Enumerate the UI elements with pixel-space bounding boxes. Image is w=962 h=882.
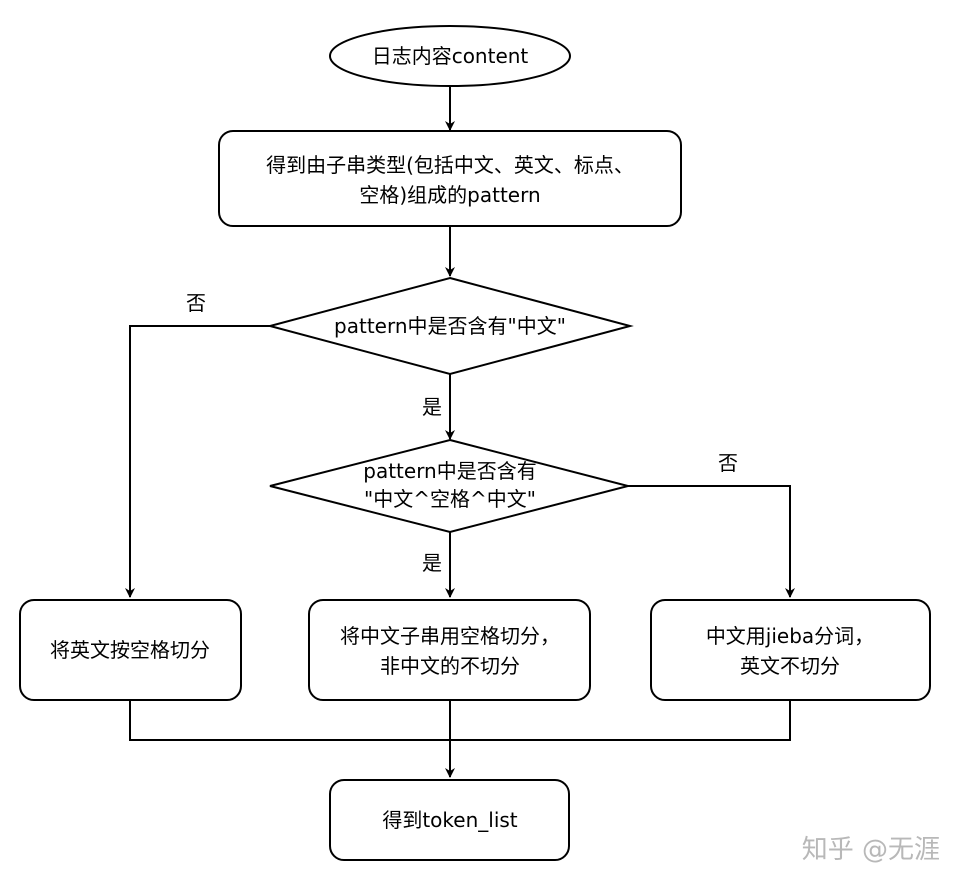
edge-label-yes-2: 是 [422, 551, 442, 575]
decision-chinese-node: pattern中是否含有"中文" [266, 276, 634, 376]
split-english-node: 将英文按空格切分 [19, 599, 242, 701]
split-chinese-space-node: 将中文子串用空格切分， 非中文的不切分 [308, 599, 591, 701]
edge-label-no-1: 否 [186, 291, 206, 315]
decision-space-label-line2: "中文^空格^中文" [364, 487, 536, 511]
jieba-node: 中文用jieba分词， 英文不切分 [650, 599, 931, 701]
get-pattern-node: 得到由子串类型(包括中文、英文、标点、 空格)组成的pattern [218, 130, 682, 227]
edge-left-merge [129, 700, 450, 741]
split-chinese-space-label-line2: 非中文的不切分 [380, 654, 520, 678]
get-pattern-label-line2: 空格)组成的pattern [359, 183, 540, 207]
split-english-label: 将英文按空格切分 [50, 638, 210, 662]
start-node-label: 日志内容content [372, 44, 529, 68]
edge-right-merge [450, 700, 791, 741]
edge-label-no-2: 否 [718, 451, 738, 475]
end-node-label: 得到token_list [382, 808, 517, 832]
split-chinese-space-label-line1: 将中文子串用空格切分， [340, 624, 560, 648]
edge-decision2-no [628, 485, 795, 598]
jieba-label-line2: 英文不切分 [740, 654, 840, 678]
start-node: 日志内容content [329, 25, 571, 87]
jieba-label-line1: 中文用jieba分词， [706, 624, 874, 648]
edge-decision1-no [125, 325, 270, 598]
decision-space-label-line1: pattern中是否含有 [363, 459, 537, 483]
end-node: 得到token_list [329, 779, 570, 861]
watermark-text: 知乎 @无涯 [802, 835, 940, 865]
decision-space-node: pattern中是否含有 "中文^空格^中文" [269, 438, 632, 534]
decision-chinese-label: pattern中是否含有"中文" [334, 314, 566, 338]
connectors [125, 86, 795, 778]
get-pattern-label-line1: 得到由子串类型(包括中文、英文、标点、 [266, 153, 634, 177]
edge-label-yes-1: 是 [422, 395, 442, 419]
